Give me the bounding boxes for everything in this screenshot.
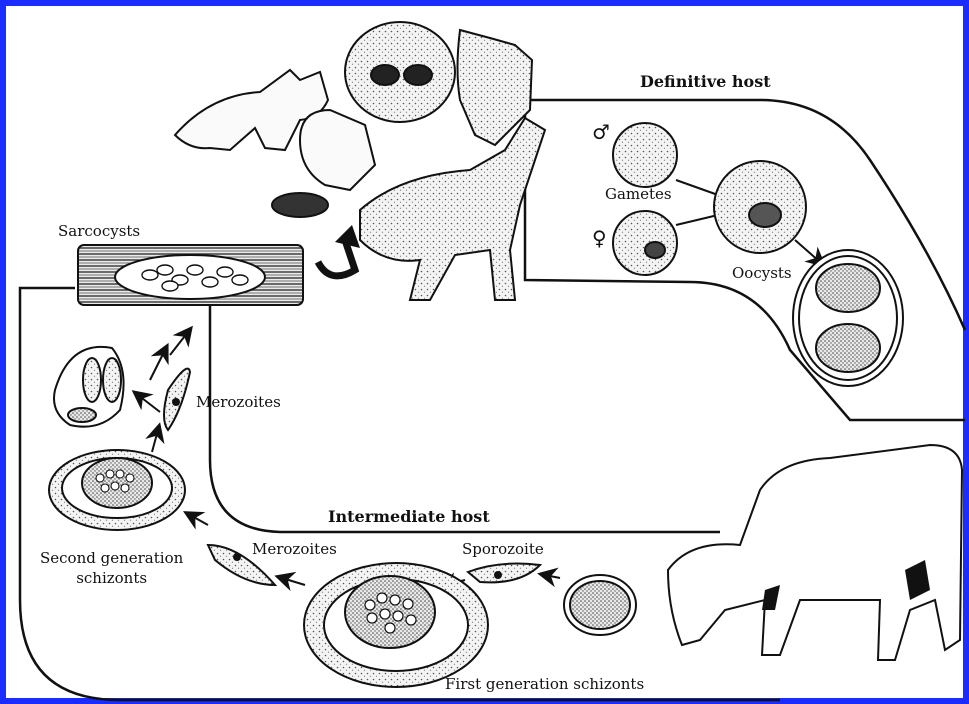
coyote-icon [360, 118, 545, 300]
intermediate-host-label: Intermediate host [328, 507, 490, 526]
oocyst-intermediate [545, 575, 636, 635]
male-gamete [613, 123, 677, 187]
oocyst-sporulated [793, 240, 903, 386]
oocysts-label: Oocysts [732, 264, 792, 282]
intermediate-host-boundary-inner [210, 300, 720, 532]
sarcocyst-muscle [78, 245, 303, 305]
arrow-to-sarcocyst-b [170, 332, 188, 355]
arrow-schizont-to-merozoite [282, 578, 305, 585]
definitive-host-boundary [525, 100, 965, 420]
second-generation-line1: Second generation [40, 548, 183, 568]
definitive-host-label: Definitive host [640, 72, 771, 91]
cow-icon [668, 445, 962, 660]
arrow-merozoite-to-second-schizont [190, 515, 208, 525]
arrow-to-sarcocyst-a [150, 350, 165, 380]
female-symbol: ♀ [592, 226, 607, 250]
first-generation-label: First generation schizonts [445, 675, 644, 693]
raccoon-icon [345, 22, 455, 122]
merozoites-lower-label: Merozoites [252, 540, 337, 558]
arrow-merozoite-pair [138, 395, 160, 412]
merozoites-upper-label: Merozoites [196, 393, 281, 411]
gametes-label: Gametes [605, 185, 672, 203]
food-bowl-icon [272, 193, 328, 217]
second-generation-line2: schizonts [40, 568, 183, 588]
arrow-schizont-to-upper-merozoite [152, 430, 158, 452]
dog-icon [300, 110, 375, 190]
first-generation-schizont [304, 563, 488, 687]
sporozoite-cell [468, 564, 540, 583]
merozoite-pair [54, 347, 124, 427]
sporozoite-label: Sporozoite [462, 540, 544, 558]
female-gamete [613, 211, 677, 275]
second-generation-label: Second generation schizonts [40, 548, 183, 588]
sarcocysts-label: Sarcocysts [58, 222, 140, 240]
male-symbol: ♂ [592, 120, 610, 144]
second-generation-schizont [49, 450, 185, 530]
